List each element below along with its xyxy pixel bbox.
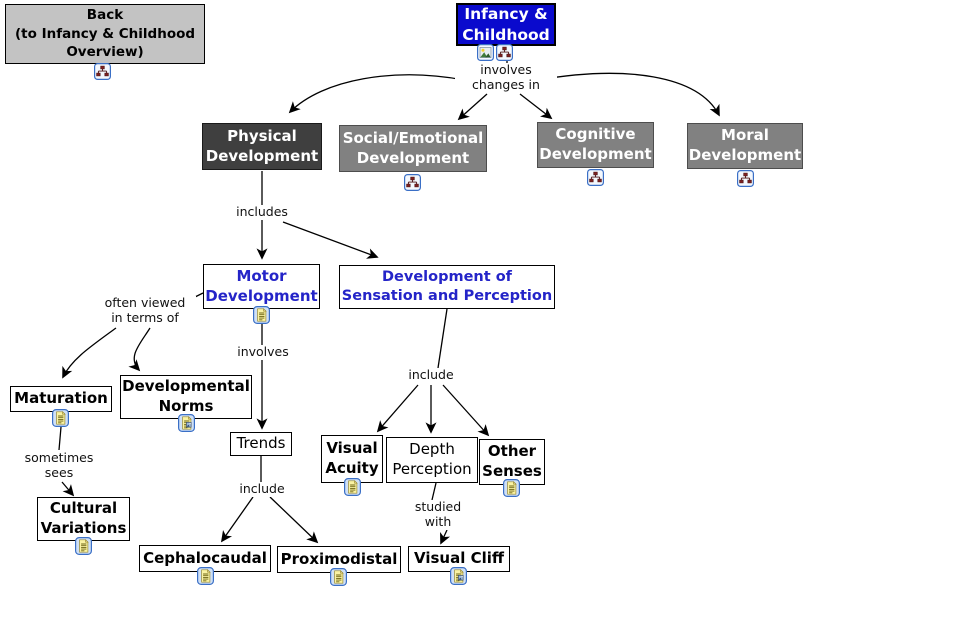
- edge-depth-stem: [431, 482, 437, 501]
- node-social-emotional-development: Social/Emotional Development: [339, 125, 487, 172]
- edge-to-visual-acuity: [376, 384, 419, 433]
- visual-cliff-document-image-icon[interactable]: [450, 567, 467, 585]
- node-maturation: Maturation: [10, 386, 112, 412]
- cultural-document-icon[interactable]: [75, 537, 92, 555]
- edge-to-other-senses: [442, 384, 490, 437]
- cephalocaudal-document-icon[interactable]: [197, 567, 214, 585]
- social-sitemap-icon[interactable]: [404, 174, 421, 192]
- proximodistal-document-icon[interactable]: [330, 568, 347, 586]
- link-phrase-include-trends: include: [226, 481, 298, 497]
- node-motor-development: Motor Development: [203, 264, 320, 309]
- node-physical-development: Physical Development: [202, 123, 322, 170]
- back-sitemap-icon[interactable]: [94, 63, 111, 81]
- edge-to-visual-cliff: [440, 529, 451, 545]
- other-senses-document-icon[interactable]: [503, 479, 520, 497]
- maturation-document-icon[interactable]: [52, 409, 69, 427]
- link-phrase-studied-with: studied with: [402, 499, 474, 530]
- edge-to-maturation: [62, 327, 117, 379]
- edge-to-devnorms: [128, 327, 151, 372]
- visual-acuity-document-icon[interactable]: [344, 478, 361, 496]
- cognitive-sitemap-icon[interactable]: [587, 169, 604, 187]
- infancy-image-icon[interactable]: [477, 44, 494, 62]
- motor-document-icon[interactable]: [253, 306, 270, 324]
- edge-to-physical: [288, 74, 465, 114]
- link-phrase-involves-changes-in: involves changes in: [455, 62, 557, 93]
- link-phrase-involves: involves: [227, 344, 299, 360]
- edge-to-cognitive: [519, 93, 553, 120]
- edge-to-moral: [537, 72, 720, 117]
- node-infancy-childhood: Infancy & Childhood: [456, 3, 556, 46]
- edge-to-cephalocaudal: [220, 496, 254, 543]
- link-phrase-often-viewed: often viewed in terms of: [94, 295, 196, 326]
- devnorms-document-image-icon[interactable]: [178, 414, 195, 432]
- edge-maturation-stem: [58, 426, 62, 451]
- edge-sensation-stem: [437, 308, 448, 369]
- node-visual-acuity: Visual Acuity: [321, 435, 383, 483]
- edge-to-sensation: [282, 221, 379, 259]
- node-developmental-norms: Developmental Norms: [120, 375, 252, 419]
- edge-to-proximodistal: [269, 496, 319, 544]
- link-phrase-sometimes-sees: sometimes sees: [18, 450, 100, 481]
- node-cultural-variations: Cultural Variations: [37, 497, 130, 541]
- node-sensation-perception: Development of Sensation and Perception: [339, 265, 555, 309]
- infancy-sitemap-icon[interactable]: [496, 44, 513, 62]
- node-moral-development: Moral Development: [687, 123, 803, 169]
- node-cognitive-development: Cognitive Development: [537, 122, 654, 168]
- link-phrase-includes: includes: [226, 204, 298, 220]
- edge-to-social: [457, 93, 488, 121]
- edge-to-cultural: [61, 481, 75, 497]
- link-phrase-include-senses: include: [395, 367, 467, 383]
- node-trends: Trends: [230, 432, 292, 456]
- node-depth-perception: Depth Perception: [386, 437, 478, 483]
- node-back-button[interactable]: Back (to Infancy & Childhood Overview): [5, 4, 205, 64]
- moral-sitemap-icon[interactable]: [737, 170, 754, 188]
